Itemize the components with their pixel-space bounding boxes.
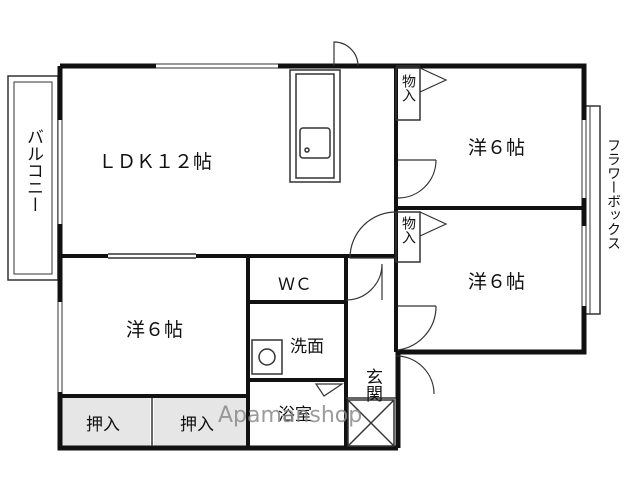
washroom-label: 洗面 bbox=[290, 337, 324, 357]
windows bbox=[58, 64, 586, 392]
kitchen-counter bbox=[289, 69, 341, 183]
window-lines bbox=[57, 63, 587, 392]
bedroom-mid-right-label: 洋６帖 bbox=[468, 271, 525, 293]
entrance-floor bbox=[347, 399, 395, 447]
oshiire-left-area bbox=[62, 398, 150, 446]
bedroom-top-right-label: 洋６帖 bbox=[468, 137, 525, 159]
washbasin bbox=[251, 339, 283, 375]
ldk-label: ＬＤＫ１２帖 bbox=[98, 151, 212, 173]
balcony-label: バルコニー bbox=[23, 128, 43, 213]
entrance-label: 玄関 bbox=[362, 368, 382, 402]
bedroom-left-label: 洋６帖 bbox=[126, 319, 183, 341]
oshiire-right-area bbox=[154, 398, 246, 446]
oshiire-left-label: 押入 bbox=[86, 415, 120, 435]
closet-mid-label: 物入 bbox=[400, 216, 416, 244]
doors bbox=[314, 41, 448, 397]
bathroom-label: 浴室 bbox=[278, 405, 312, 425]
watermark: Apamanshop bbox=[218, 403, 362, 428]
wc-label: ＷＣ bbox=[278, 275, 312, 295]
interior-thin bbox=[108, 65, 421, 446]
closet-top-label: 物入 bbox=[400, 74, 416, 102]
oshiire-right-label: 押入 bbox=[180, 415, 214, 435]
flower-box-label: フラワーボックス bbox=[605, 138, 621, 250]
